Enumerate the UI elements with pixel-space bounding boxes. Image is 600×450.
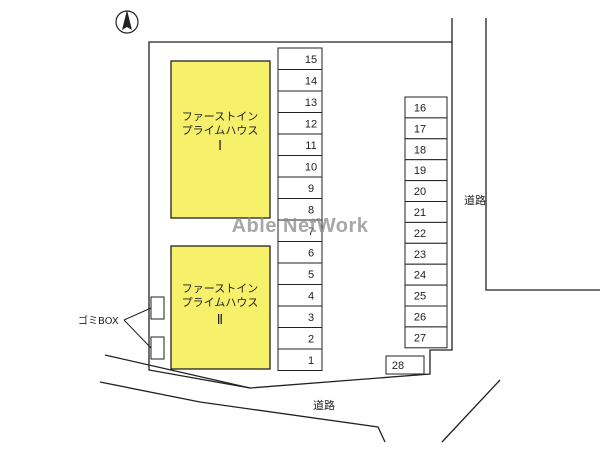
parking-number: 14 (305, 75, 317, 87)
parking-space-14: 14 (277, 69, 323, 92)
road-east (451, 18, 600, 291)
building-1-name-line2: プライムハウス (182, 124, 259, 137)
parking-space-20: 20 (404, 180, 448, 203)
parking-space-25: 25 (404, 284, 448, 307)
parking-space-6: 6 (277, 241, 323, 264)
parking-number: 11 (305, 140, 316, 152)
building-1-name-line1: ファーストイン (182, 110, 258, 123)
parking-number: 8 (308, 204, 314, 216)
parking-number: 12 (305, 118, 317, 130)
parking-space-22: 22 (404, 221, 448, 244)
parking-number: 20 (414, 186, 426, 198)
parking-number: 19 (414, 165, 426, 177)
parking-number: 25 (414, 291, 426, 303)
parking-space-4: 4 (277, 284, 323, 307)
parking-space-11: 11 (277, 133, 323, 156)
parking-number: 15 (305, 54, 317, 66)
parking-number: 4 (308, 290, 314, 302)
parking-space-3: 3 (277, 305, 323, 328)
parking-space-17: 17 (404, 117, 448, 140)
building-2: ファーストイン プライムハウス Ⅱ (170, 245, 271, 370)
parking-number: 17 (414, 123, 426, 135)
garbage-box (150, 296, 165, 320)
garbage-box-area: ゴミBOX (78, 296, 165, 360)
parking-number: 21 (414, 207, 426, 219)
parking-number: 2 (308, 333, 314, 345)
parking-number: 22 (414, 228, 426, 240)
parking-space-28: 28 (385, 355, 425, 375)
parking-number: 6 (308, 247, 314, 259)
parking-space-12: 12 (277, 112, 323, 135)
parking-number: 9 (308, 183, 314, 195)
road-label-east: 道路 (464, 193, 486, 207)
parking-number: 16 (414, 102, 426, 114)
parking-number: 13 (305, 97, 317, 109)
parking-space-21: 21 (404, 201, 448, 223)
building-1: ファーストイン プライムハウス Ⅰ (170, 60, 271, 219)
parking-space-10: 10 (277, 155, 323, 178)
building-2-name-line1: ファーストイン (182, 282, 258, 295)
parking-number: 23 (414, 249, 426, 261)
parking-space-2: 2 (277, 327, 323, 350)
parking-number: 7 (308, 226, 314, 238)
parking-number: 24 (414, 270, 426, 282)
parking-space-9: 9 (277, 176, 323, 199)
parking-space-5: 5 (277, 262, 323, 285)
parking-number: 28 (392, 360, 404, 372)
parking-number: 3 (308, 312, 314, 324)
parking-space-1: 1 (277, 348, 323, 371)
parking-space-13: 13 (277, 90, 323, 113)
parking-space-24: 24 (404, 263, 448, 286)
parking-column-right: 16 17 18 19 20 21 22 23 24 25 26 27 (404, 96, 448, 349)
garbage-box (150, 336, 165, 360)
parking-number: 18 (414, 144, 426, 156)
north-arrow-icon (115, 10, 139, 34)
building-2-number: Ⅱ (217, 313, 223, 328)
parking-space-23: 23 (404, 242, 448, 265)
parking-space-16: 16 (404, 96, 448, 119)
parking-column-left: 15 14 13 12 11 10 9 8 7 6 5 4 3 2 1 (277, 47, 323, 371)
road-south (99, 354, 501, 443)
parking-number: 10 (305, 161, 317, 173)
parking-space-27: 27 (404, 326, 448, 349)
watermark-text: Able NetWork (232, 215, 369, 237)
parking-number: 27 (414, 332, 426, 344)
road-label-south: 道路 (313, 398, 335, 412)
garbage-box-label: ゴミBOX (78, 314, 119, 327)
building-1-number: Ⅰ (218, 139, 222, 154)
parking-space-18: 18 (404, 138, 448, 161)
parking-number: 1 (308, 355, 314, 367)
parking-space-19: 19 (404, 159, 448, 182)
parking-number: 26 (414, 311, 426, 323)
parking-number: 5 (308, 269, 314, 281)
parking-space-15: 15 (277, 47, 323, 70)
parking-space-26: 26 (404, 305, 448, 328)
property-boundary (148, 41, 453, 389)
building-2-name-line2: プライムハウス (182, 296, 259, 309)
